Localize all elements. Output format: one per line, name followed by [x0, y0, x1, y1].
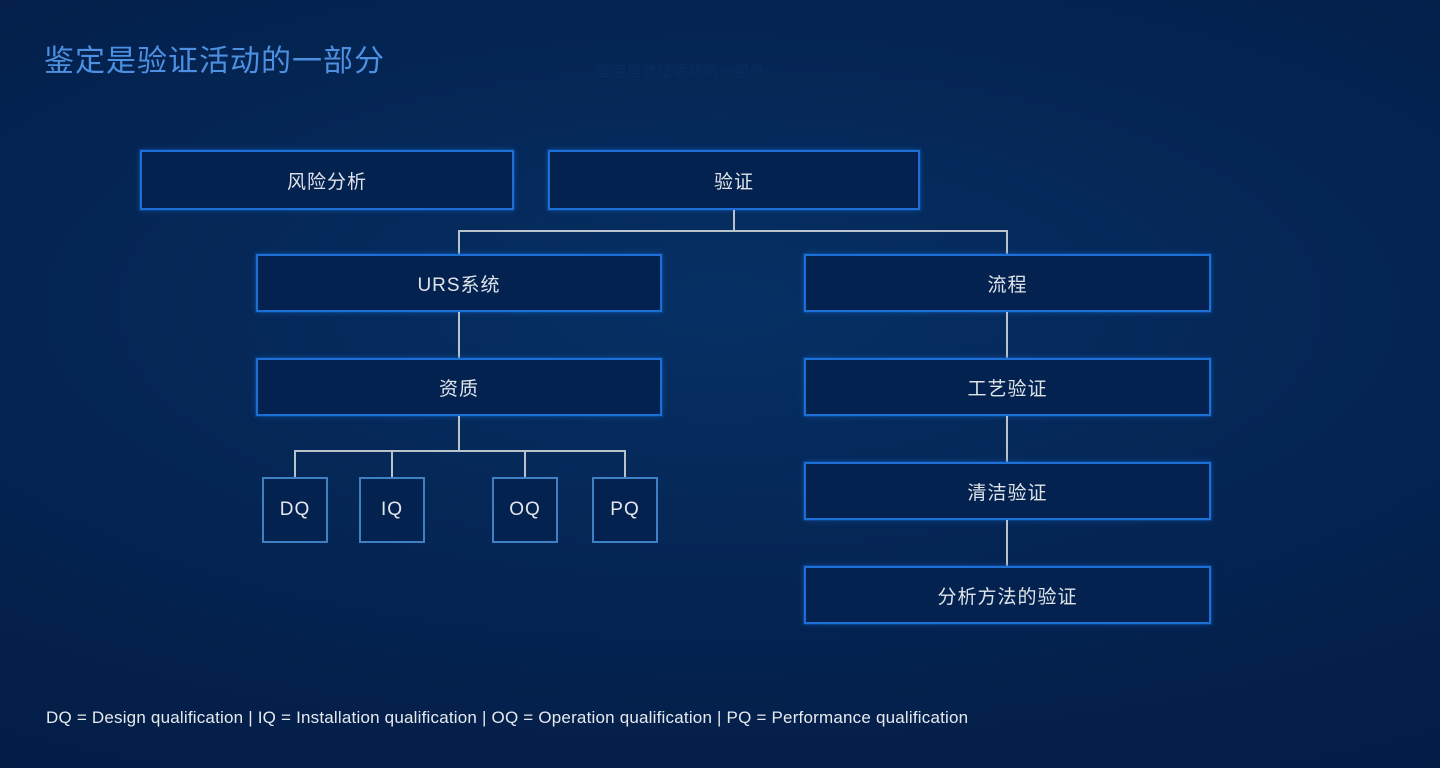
connector-bus-level2	[458, 230, 1008, 232]
node-validation[interactable]: 验证	[548, 150, 920, 210]
connector-process-to-process-validation	[1006, 312, 1008, 358]
node-analytical-method-validation[interactable]: 分析方法的验证	[804, 566, 1211, 624]
connector-process-validation-to-cleaning	[1006, 416, 1008, 462]
node-process[interactable]: 流程	[804, 254, 1211, 312]
node-urs-system-label: URS系统	[417, 274, 501, 296]
connector-bus-to-urs	[458, 230, 460, 255]
node-cleaning-validation[interactable]: 清洁验证	[804, 462, 1211, 520]
node-process-label: 流程	[987, 274, 1028, 296]
node-dq[interactable]: DQ	[262, 477, 328, 543]
node-risk-analysis-label: 风险分析	[286, 171, 367, 193]
connector-leafbus-to-pq	[624, 450, 626, 477]
legend-text: DQ = Design qualification | IQ = Install…	[46, 708, 969, 727]
node-process-validation[interactable]: 工艺验证	[804, 358, 1211, 416]
node-validation-label: 验证	[713, 171, 754, 193]
connector-validation-to-bus	[733, 210, 735, 231]
node-risk-analysis[interactable]: 风险分析	[140, 150, 514, 210]
page-title: 鉴定是验证活动的一部分	[44, 45, 385, 78]
node-oq[interactable]: OQ	[492, 477, 558, 543]
connector-leafbus-to-iq	[391, 450, 393, 477]
connector-leafbus-to-oq	[524, 450, 526, 477]
connector-qualification-to-leafbus	[458, 416, 460, 451]
node-pq[interactable]: PQ	[592, 477, 658, 543]
node-urs-system[interactable]: URS系统	[256, 254, 662, 312]
node-process-validation-label: 工艺验证	[967, 378, 1048, 400]
connector-cleaning-to-analytical	[1006, 520, 1008, 566]
node-iq[interactable]: IQ	[359, 477, 425, 543]
connector-urs-to-qualification	[458, 312, 460, 358]
connector-leafbus-to-dq	[294, 450, 296, 477]
node-analytical-method-validation-label: 分析方法的验证	[937, 586, 1078, 608]
node-iq-label: IQ	[380, 499, 404, 520]
node-oq-label: OQ	[509, 499, 541, 520]
ghost-title-watermark: 鉴定是验证活动的一部分	[596, 63, 765, 80]
node-qualification-label: 资质	[438, 378, 479, 400]
node-pq-label: PQ	[610, 499, 640, 520]
node-cleaning-validation-label: 清洁验证	[967, 482, 1048, 504]
node-qualification[interactable]: 资质	[256, 358, 662, 416]
node-dq-label: DQ	[279, 499, 311, 520]
connector-leaf-bus	[294, 450, 625, 452]
connector-bus-to-process	[1006, 230, 1008, 255]
